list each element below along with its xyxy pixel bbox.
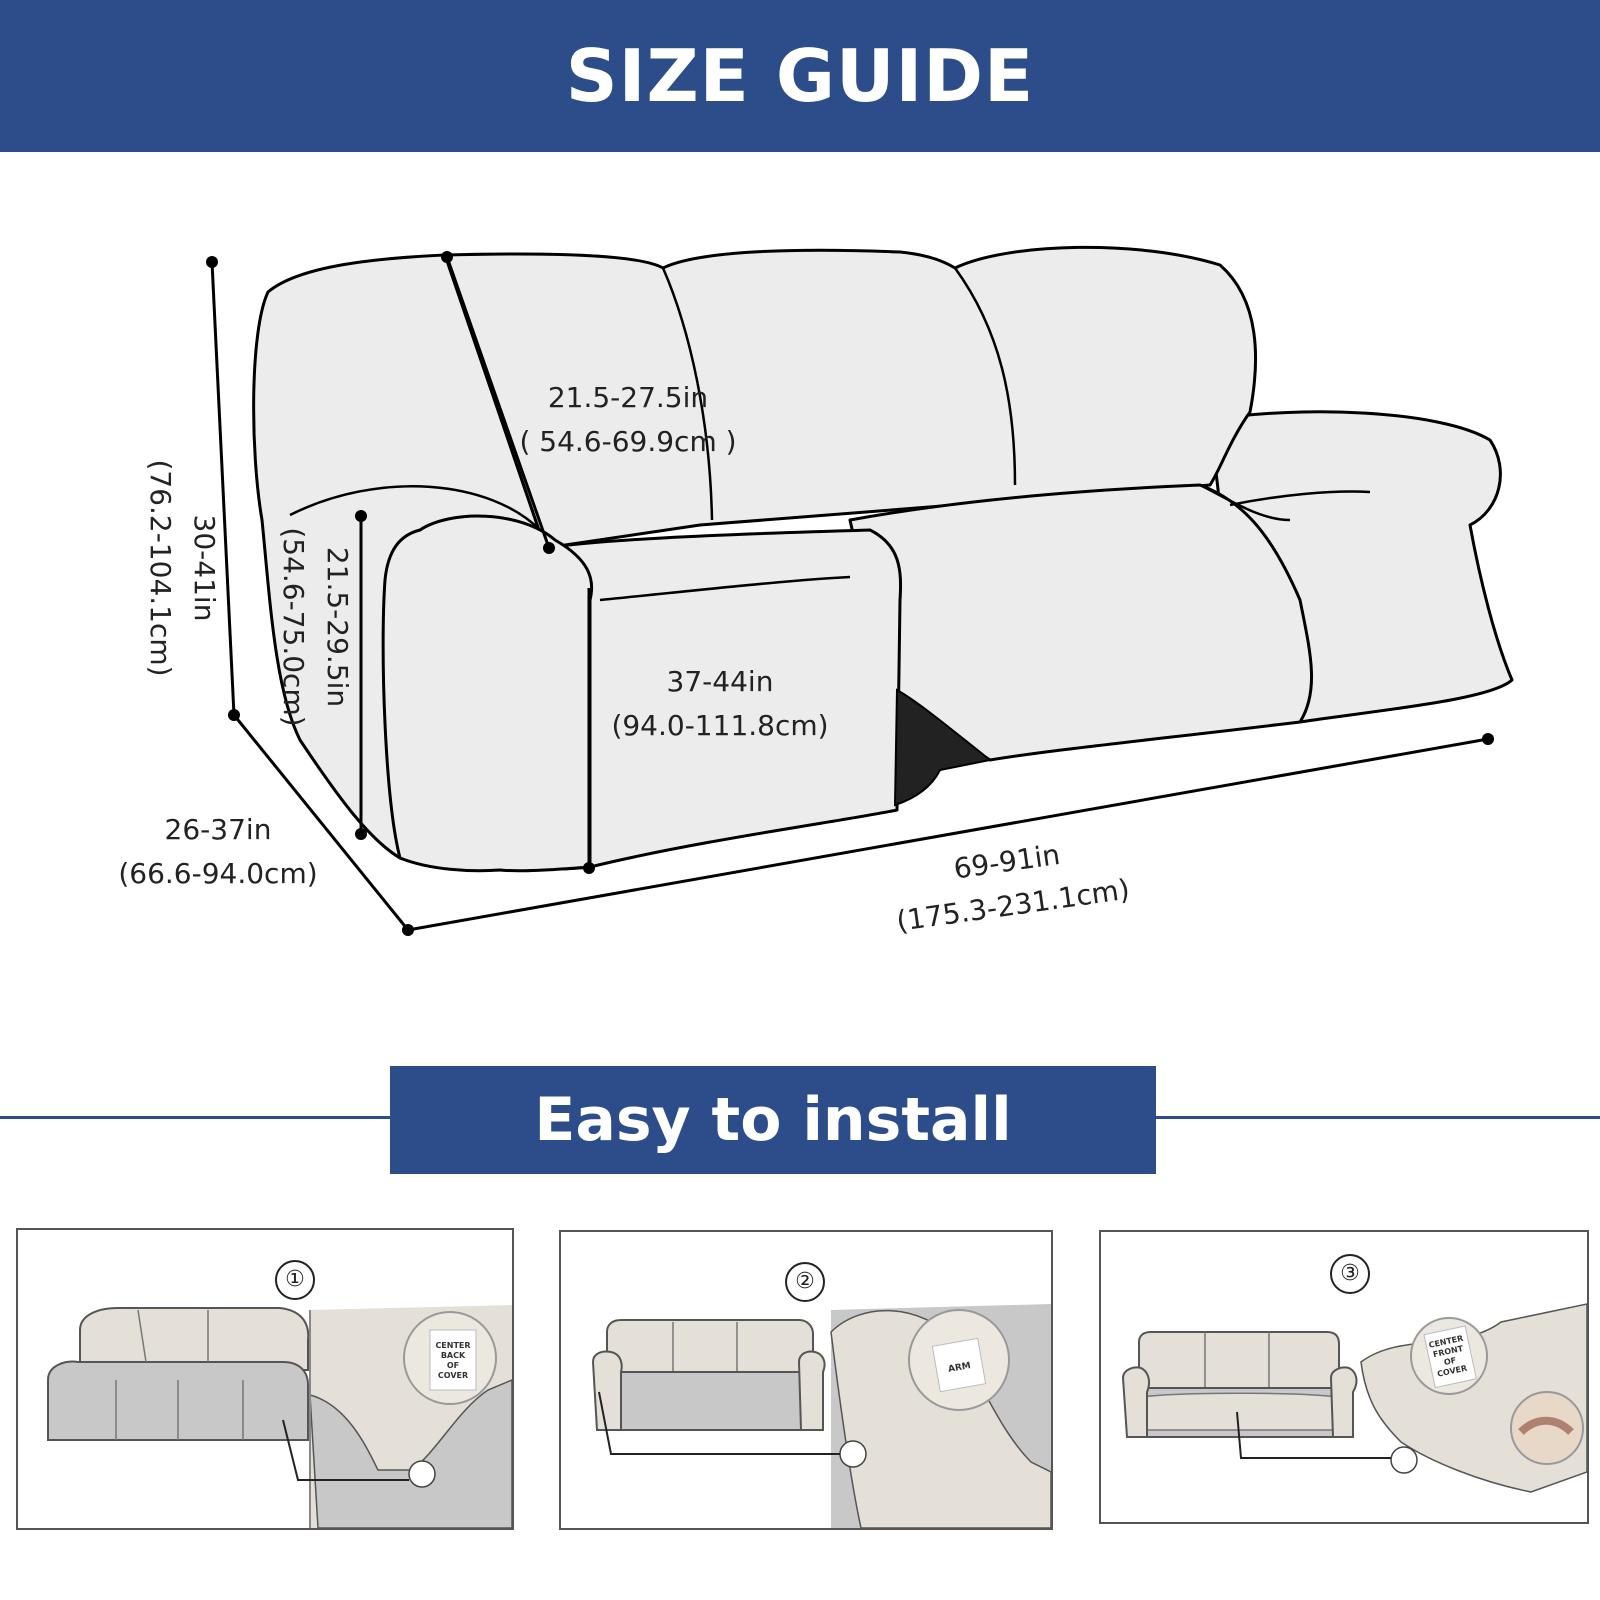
back-depth-line [445,256,551,549]
svg-text:CENTER: CENTER [435,1341,470,1350]
sofa-backrest [443,245,1258,550]
step-3-illustration: CENTER FRONT OF COVER [1121,1303,1587,1493]
seat-width-label: 37-44in (94.0-111.8cm) [611,665,829,742]
arm-height-label: 21.5-29.5in (54.6-75.0cm) [277,527,354,727]
step-number-2: ② [785,1262,825,1302]
total-width-line [407,737,1489,932]
page-title: SIZE GUIDE [565,34,1035,118]
recliner-mechanism [893,688,993,807]
back-height-line [210,261,236,716]
svg-text:ARM: ARM [947,1361,971,1375]
install-title: Easy to install [534,1085,1012,1155]
install-section-title: Easy to install [390,1066,1156,1174]
install-step-3: ③ CENTER FRONT OF COVER [1099,1230,1589,1524]
back-height-label: 30-41in (76.2-104.1cm) [144,459,221,677]
install-step-2: ② ARM [559,1230,1053,1530]
step-number-1: ① [275,1260,315,1300]
sofa-left-arm-front [381,514,594,873]
install-step-1: ① CENTER BACK OF COVER [16,1228,514,1530]
svg-text:COVER: COVER [438,1371,468,1380]
step-number-3: ③ [1330,1254,1370,1294]
back-depth-label: 21.5-27.5in ( 54.6-69.9cm ) [519,381,737,458]
step-1-illustration: CENTER BACK OF COVER [47,1305,512,1528]
svg-text:OF: OF [447,1361,459,1370]
size-guide-banner: SIZE GUIDE [0,0,1600,152]
depth-line [232,714,410,931]
step-2-illustration: ARM [591,1304,1051,1528]
depth-label: 26-37in (66.6-94.0cm) [118,813,318,890]
sofa-illustration [206,245,1514,936]
svg-text:OF: OF [1443,1356,1457,1367]
svg-text:BACK: BACK [441,1351,466,1360]
